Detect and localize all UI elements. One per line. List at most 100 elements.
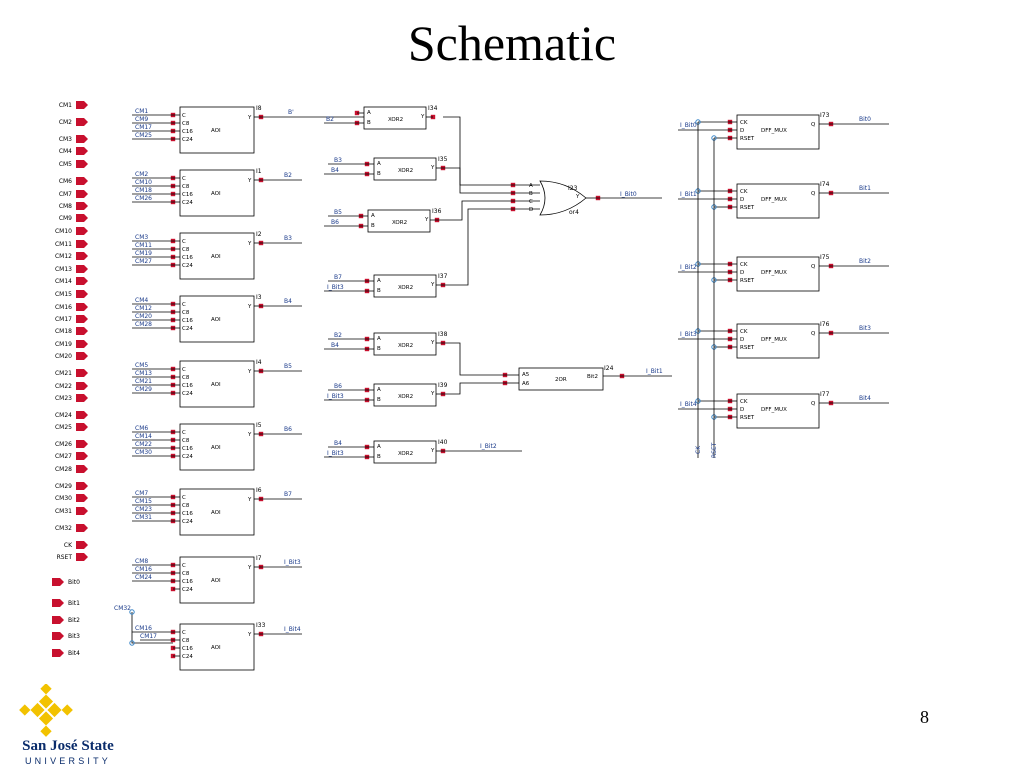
aoi-7-net-cm7: CM7 — [135, 490, 148, 497]
aoi-3-net-cm3: CM3 — [135, 234, 148, 241]
aoi-4-name: AOI — [211, 317, 221, 323]
xor-2-net-a: B3 — [334, 157, 342, 164]
xor-6-pin-a: A — [377, 387, 381, 393]
input-port-cm9-label: CM9 — [59, 215, 72, 222]
aoi-2-net-cm2: CM2 — [135, 171, 148, 178]
input-port-cm16-label: CM16 — [55, 304, 72, 311]
aoi-9-block — [179, 623, 255, 671]
input-port-cm11-label: CM11 — [55, 241, 72, 248]
logo-corner-3 — [19, 704, 31, 716]
xor-1-pin-y: Y — [420, 114, 425, 120]
aoi-4-pin-c24: C24 — [182, 326, 193, 332]
input-port-cm29-label: CM29 — [55, 483, 72, 490]
xor5-to-or2 — [443, 342, 505, 376]
xor-5-net-b: B4 — [331, 342, 339, 349]
aoi-5-net-cm29: CM29 — [135, 386, 152, 393]
aoi-7-net-cm31: CM31 — [135, 514, 152, 521]
xor-7-pin-a: A — [377, 444, 381, 450]
input-port-cm18-label: CM18 — [55, 328, 72, 335]
input-port-cm30-icon — [76, 494, 88, 502]
cm32-junction-top — [129, 609, 135, 615]
aoi-6-net-cm22: CM22 — [135, 441, 152, 448]
aoi-1-block — [179, 106, 255, 154]
aoi-3-net-cm11: CM11 — [135, 242, 152, 249]
aoi-2-net-cm18: CM18 — [135, 187, 152, 194]
dff-5-pin-ck: CK — [740, 399, 748, 405]
aoi-6-pin-c16: C16 — [182, 446, 193, 452]
xor-6-pin-y: Y — [430, 391, 435, 397]
aoi-2-out-net: B2 — [284, 172, 292, 179]
input-port-cm31-icon — [76, 507, 88, 515]
aoi-2-block — [179, 169, 255, 217]
dff-2-q-net: Bit1 — [859, 185, 871, 192]
xor-3-block — [367, 209, 431, 233]
aoi-3-out-net: B3 — [284, 235, 292, 242]
dff-3-block — [736, 256, 820, 292]
aoi-5-net-cm21: CM21 — [135, 378, 152, 385]
xor-5-pin-b: B — [377, 346, 381, 352]
logo-tile-3 — [30, 702, 45, 718]
aoi-5-pin-c8: C8 — [182, 375, 190, 381]
aoi-4-net-cm12: CM12 — [135, 305, 152, 312]
xor3-to-or4 — [437, 200, 513, 221]
xor-2-pin-a: A — [377, 161, 381, 167]
aoi-5-y-pin: Y — [247, 369, 252, 375]
input-port-cm20-icon — [76, 352, 88, 360]
input-port-cm17-icon — [76, 315, 88, 323]
input-port-cm5-icon — [76, 160, 88, 168]
aoi-2-name: AOI — [211, 191, 221, 197]
logo-tile-4 — [38, 711, 54, 726]
dff-1-pin-d: D — [740, 128, 744, 134]
dff-4-pin-ck: CK — [740, 329, 748, 335]
xor6-to-or2 — [443, 382, 505, 395]
xor-2-instance: I35 — [438, 156, 448, 163]
logo-corner-1 — [40, 684, 52, 695]
aoi-8-pin-c24: C24 — [182, 587, 193, 593]
xor-4-pin-a: A — [377, 278, 381, 284]
dff-1-name: DFF_MUX — [761, 128, 787, 134]
aoi-6-pin-c24: C24 — [182, 454, 193, 460]
output-port-bit4-icon — [52, 649, 64, 657]
xor-7-pin-y: Y — [430, 448, 435, 454]
aoi-2-net-cm26: CM26 — [135, 195, 152, 202]
aoi-4-out-net: B4 — [284, 298, 292, 305]
xor-7-block — [373, 440, 437, 464]
xor-4-pin-y: Y — [430, 282, 435, 288]
input-port-cm13-label: CM13 — [55, 266, 72, 273]
or2-out-net: I_Bit1 — [646, 368, 663, 375]
aoi-4-pin-c8: C8 — [182, 310, 190, 316]
dff-4-pin-rset: RSET — [740, 345, 755, 351]
dff-1-q-net: Bit0 — [859, 116, 871, 123]
aoi-6-out-net: B6 — [284, 426, 292, 433]
dff-3-pin-rset: RSET — [740, 278, 755, 284]
aoi-8-y-pin: Y — [247, 565, 252, 571]
input-port-cm10-icon — [76, 227, 88, 235]
xor-4-net-a: B7 — [334, 274, 342, 281]
input-port-cm4-icon — [76, 147, 88, 155]
input-port-cm15-icon — [76, 290, 88, 298]
input-port-cm3-label: CM3 — [59, 136, 72, 143]
xor-7-net-a: B4 — [334, 440, 342, 447]
aoi-6-name: AOI — [211, 445, 221, 451]
aoi-2-instance: I1 — [256, 168, 262, 175]
output-port-bit2-icon — [52, 616, 64, 624]
aoi-1-pin-c16: C16 — [182, 129, 193, 135]
aoi-4-pin-c: C — [182, 302, 186, 308]
xor1-to-or4 — [443, 116, 513, 186]
input-port-cm20-label: CM20 — [55, 353, 72, 360]
aoi-3-net-cm19: CM19 — [135, 250, 152, 257]
input-port-cm21-label: CM21 — [55, 370, 72, 377]
dff-2-name: DFF_MUX — [761, 197, 787, 203]
aoi-7-pin-c: C — [182, 495, 186, 501]
aoi-2-net-cm10: CM10 — [135, 179, 152, 186]
dff-5-name: DFF_MUX — [761, 407, 787, 413]
logo-tile-2 — [47, 702, 62, 718]
input-port-cm5-label: CM5 — [59, 161, 72, 168]
aoi-6-pin-c8: C8 — [182, 438, 190, 444]
xor-1-pin-a: A — [367, 110, 371, 116]
xor-3-net-a: B5 — [334, 209, 342, 216]
aoi-1-pin-c8: C8 — [182, 121, 190, 127]
aoi-1-y-pin: Y — [247, 115, 252, 121]
input-port-cm22-icon — [76, 382, 88, 390]
input-port-cm16-icon — [76, 303, 88, 311]
